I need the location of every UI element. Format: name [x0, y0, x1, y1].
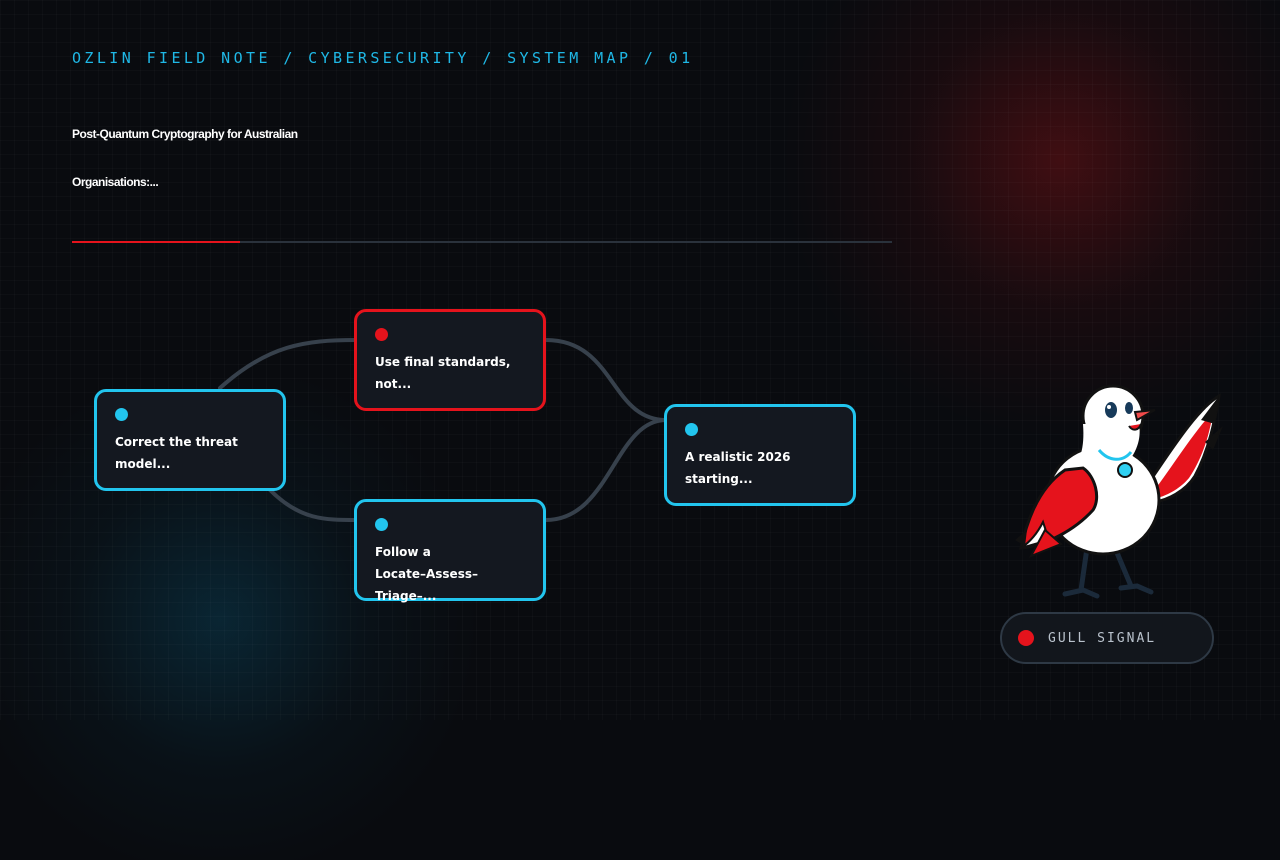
link-locate-to-realistic	[544, 418, 668, 522]
link-threat-to-standards	[218, 338, 358, 390]
node-label: Correct the threat model...	[115, 435, 238, 471]
node-dot-icon	[375, 518, 388, 531]
node-dot-icon	[115, 408, 128, 421]
progress-fill	[72, 241, 241, 243]
breadcrumb-eyebrow: OZLIN FIELD NOTE / CYBERSECURITY / SYSTE…	[72, 49, 694, 67]
node-final-standards[interactable]: Use final standards, not...	[354, 309, 546, 411]
node-label: Use final standards, not...	[375, 355, 511, 391]
gull-mascot-icon	[1005, 380, 1235, 615]
node-dot-icon	[685, 423, 698, 436]
node-label: A realistic 2026 starting...	[685, 450, 791, 486]
node-locate-assess[interactable]: Follow a Locate–Assess–Triage–...	[354, 499, 546, 603]
red-dot-icon	[1018, 630, 1034, 646]
signal-label: GULL SIGNAL	[1048, 630, 1157, 646]
node-realistic-2026[interactable]: A realistic 2026 starting...	[664, 404, 856, 506]
node-dot-icon	[375, 328, 388, 341]
gull-signal-badge[interactable]: GULL SIGNAL	[1000, 612, 1214, 664]
node-label: Follow a Locate–Assess–Triage–...	[375, 545, 478, 603]
link-threat-to-locate	[268, 488, 358, 522]
node-threat-model[interactable]: Correct the threat model...	[94, 389, 286, 491]
link-standards-to-realistic	[544, 338, 668, 422]
connector-links	[218, 338, 668, 522]
page-title: Post-Quantum Cryptography for Australian…	[72, 127, 298, 189]
progress-track	[72, 241, 892, 243]
